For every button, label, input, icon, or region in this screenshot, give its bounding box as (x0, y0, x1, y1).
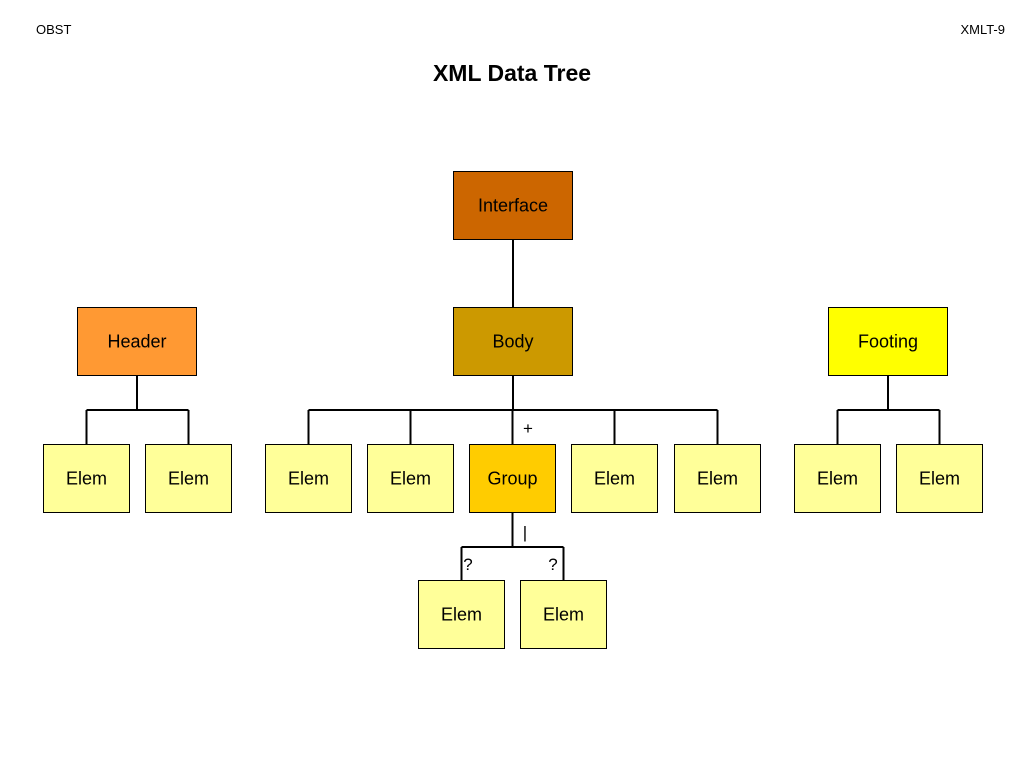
edge-header (85, 375, 190, 445)
node-label: Elem (543, 605, 584, 625)
node-group: Group (469, 444, 556, 513)
node-box (896, 444, 983, 513)
node-label: Interface (478, 196, 548, 216)
corner-label-right: XMLT-9 (960, 22, 1005, 37)
diagram-title: XML Data Tree (432, 60, 592, 86)
tree-markers: + | ? ? (463, 419, 557, 574)
node-label: Elem (817, 469, 858, 489)
tree-edges (85, 239, 941, 581)
node-box (571, 444, 658, 513)
corner-label-left: OBST (36, 22, 72, 37)
node-label: Footing (858, 332, 918, 352)
node-body-elem-1: Elem (265, 444, 352, 513)
edge-group (460, 512, 565, 581)
node-label: Elem (288, 469, 329, 489)
node-box (265, 444, 352, 513)
node-box (453, 307, 573, 376)
node-label: Elem (390, 469, 431, 489)
node-footing-elem-1: Elem (794, 444, 881, 513)
node-label: Elem (66, 469, 107, 489)
node-label: Elem (594, 469, 635, 489)
node-label: Group (487, 469, 537, 489)
node-box (145, 444, 232, 513)
node-label: Elem (168, 469, 209, 489)
group-choice-marker: | (523, 523, 527, 542)
node-body-elem-3: Elem (571, 444, 658, 513)
node-box (520, 580, 607, 649)
node-box (674, 444, 761, 513)
node-box (418, 580, 505, 649)
node-box (794, 444, 881, 513)
node-box (453, 171, 573, 240)
node-label: Body (492, 332, 533, 352)
node-body: Body (453, 307, 573, 376)
group-occurrence-marker: + (523, 419, 533, 438)
edge-body (307, 375, 719, 445)
node-box (77, 307, 197, 376)
node-group-elem-2: Elem (520, 580, 607, 649)
group-elem-2-optional-marker: ? (548, 555, 557, 574)
node-footing: Footing (828, 307, 948, 376)
node-group-elem-1: Elem (418, 580, 505, 649)
node-header-elem-1: Elem (43, 444, 130, 513)
node-header: Header (77, 307, 197, 376)
node-label: Elem (697, 469, 738, 489)
node-box (367, 444, 454, 513)
node-body-elem-2: Elem (367, 444, 454, 513)
node-box (828, 307, 948, 376)
group-elem-1-optional-marker: ? (463, 555, 472, 574)
node-body-elem-4: Elem (674, 444, 761, 513)
node-label: Elem (441, 605, 482, 625)
node-box (469, 444, 556, 513)
node-label: Header (107, 332, 166, 352)
node-box (43, 444, 130, 513)
node-header-elem-2: Elem (145, 444, 232, 513)
node-label: Elem (919, 469, 960, 489)
node-interface: Interface (453, 171, 573, 240)
edge-footing (836, 375, 941, 445)
node-footing-elem-2: Elem (896, 444, 983, 513)
